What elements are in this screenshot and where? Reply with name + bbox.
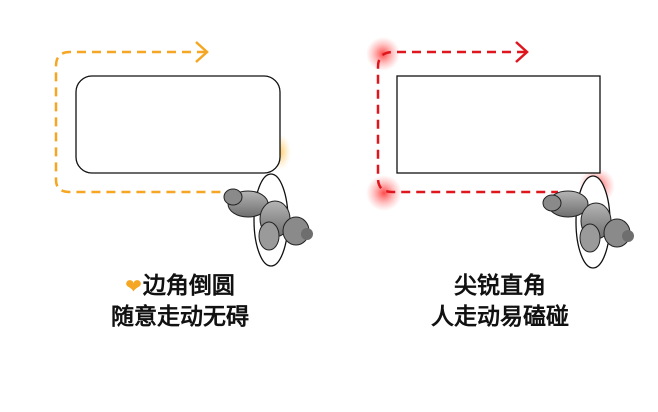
left-caption-line1-row: ❤边角倒圆 bbox=[50, 271, 310, 302]
right-person bbox=[542, 175, 634, 269]
right-sharp-table bbox=[396, 75, 601, 174]
left-caption-line1: 边角倒圆 bbox=[142, 273, 235, 299]
left-path-arrowhead bbox=[195, 41, 209, 63]
right-corner-glow-bottom-left bbox=[366, 175, 402, 211]
left-panel bbox=[54, 41, 313, 267]
left-person bbox=[223, 173, 313, 267]
right-panel bbox=[366, 37, 634, 269]
right-caption-line2: 人走动易磕碰 bbox=[431, 304, 569, 330]
right-path-arrowhead bbox=[515, 41, 529, 63]
right-person-back-hand bbox=[542, 194, 562, 212]
right-person-near-arm bbox=[579, 223, 601, 253]
left-rounded-table bbox=[75, 75, 281, 174]
left-person-hand bbox=[301, 228, 313, 240]
right-caption-line1: 尖锐直角 bbox=[454, 273, 546, 299]
left-caption-line2: 随意走动无碍 bbox=[111, 304, 249, 330]
right-caption: 尖锐直角 人走动易磕碰 bbox=[370, 271, 630, 333]
heart-icon: ❤ bbox=[125, 274, 142, 298]
left-caption: ❤边角倒圆 随意走动无碍 bbox=[50, 271, 310, 333]
left-walking-path bbox=[54, 50, 232, 194]
left-person-back-hand bbox=[223, 188, 243, 206]
right-person-hand bbox=[622, 230, 634, 242]
left-person-near-arm bbox=[258, 221, 280, 251]
right-walking-path bbox=[376, 50, 558, 194]
